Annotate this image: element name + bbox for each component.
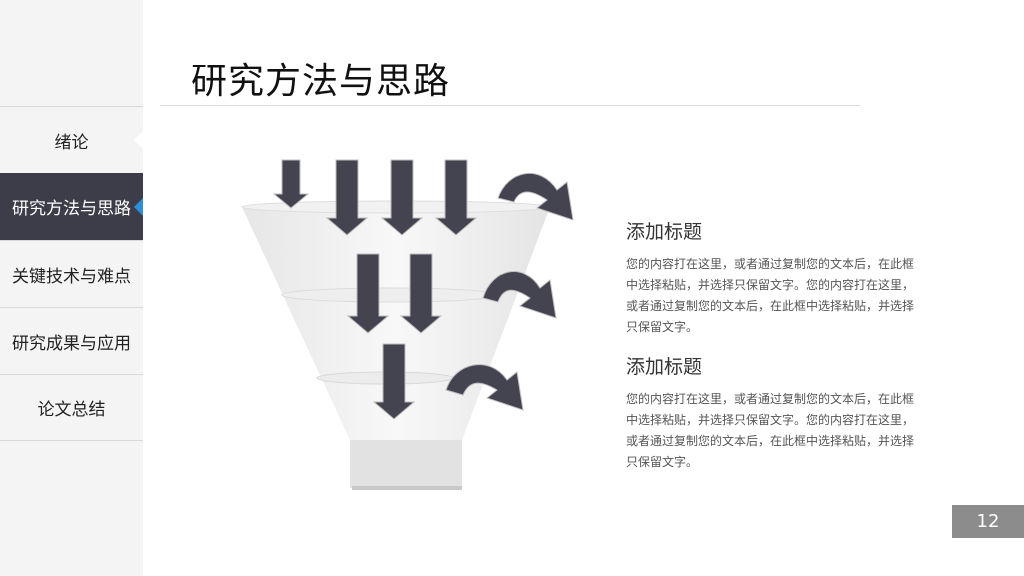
notch-arrow-icon [134,131,143,149]
sidebar-item-methods[interactable]: 研究方法与思路 [0,173,143,240]
down-arrow-icon [325,159,369,236]
funnel-diagram [241,159,574,490]
down-arrow-icon [346,253,390,334]
page-title: 研究方法与思路 [191,61,451,102]
block-body: 您的内容打在这里，或者通过复制您的文本后，在此框中选择粘贴，并选择只保留文字。您… [626,392,915,469]
title-divider [160,105,860,106]
sidebar-item-label: 绪论 [54,132,89,153]
sidebar-item-intro[interactable]: 绪论 [0,106,143,173]
sidebar: 绪论 研究方法与思路 关键技术与难点 研究成果与应用 论文总结 [0,0,143,576]
sidebar-item-key-tech[interactable]: 关键技术与难点 [0,240,143,307]
sidebar-nav: 绪论 研究方法与思路 关键技术与难点 研究成果与应用 论文总结 [0,106,143,441]
sidebar-item-label: 关键技术与难点 [12,266,131,287]
down-arrow-icon [434,159,478,236]
content-block: 添加标题 您的内容打在这里，或者通过复制您的文本后，在此框中选择粘贴，并选择只保… [626,217,916,338]
block-body: 您的内容打在这里，或者通过复制您的文本后，在此框中选择粘贴，并选择只保留文字。您… [626,257,915,334]
page-number-badge: 12 [952,505,1024,538]
down-arrow-icon [380,159,424,236]
block-heading: 添加标题 [626,356,703,378]
sidebar-item-summary[interactable]: 论文总结 [0,374,143,441]
active-indicator-icon [134,197,143,216]
curved-arrow-icon [497,173,574,221]
curved-arrow-icon [445,364,524,411]
down-arrow-icon [372,343,416,420]
down-arrow-icon [272,159,310,209]
sidebar-item-label: 论文总结 [37,400,106,420]
content-block: 添加标题 您的内容打在这里，或者通过复制您的文本后，在此框中选择粘贴，并选择只保… [626,352,916,473]
curved-arrow-icon [482,271,557,319]
sidebar-item-label: 研究成果与应用 [12,333,131,354]
sidebar-item-results[interactable]: 研究成果与应用 [0,307,143,374]
sidebar-item-label: 研究方法与思路 [12,199,131,219]
block-heading: 添加标题 [626,221,703,243]
down-arrow-icon [399,253,443,334]
